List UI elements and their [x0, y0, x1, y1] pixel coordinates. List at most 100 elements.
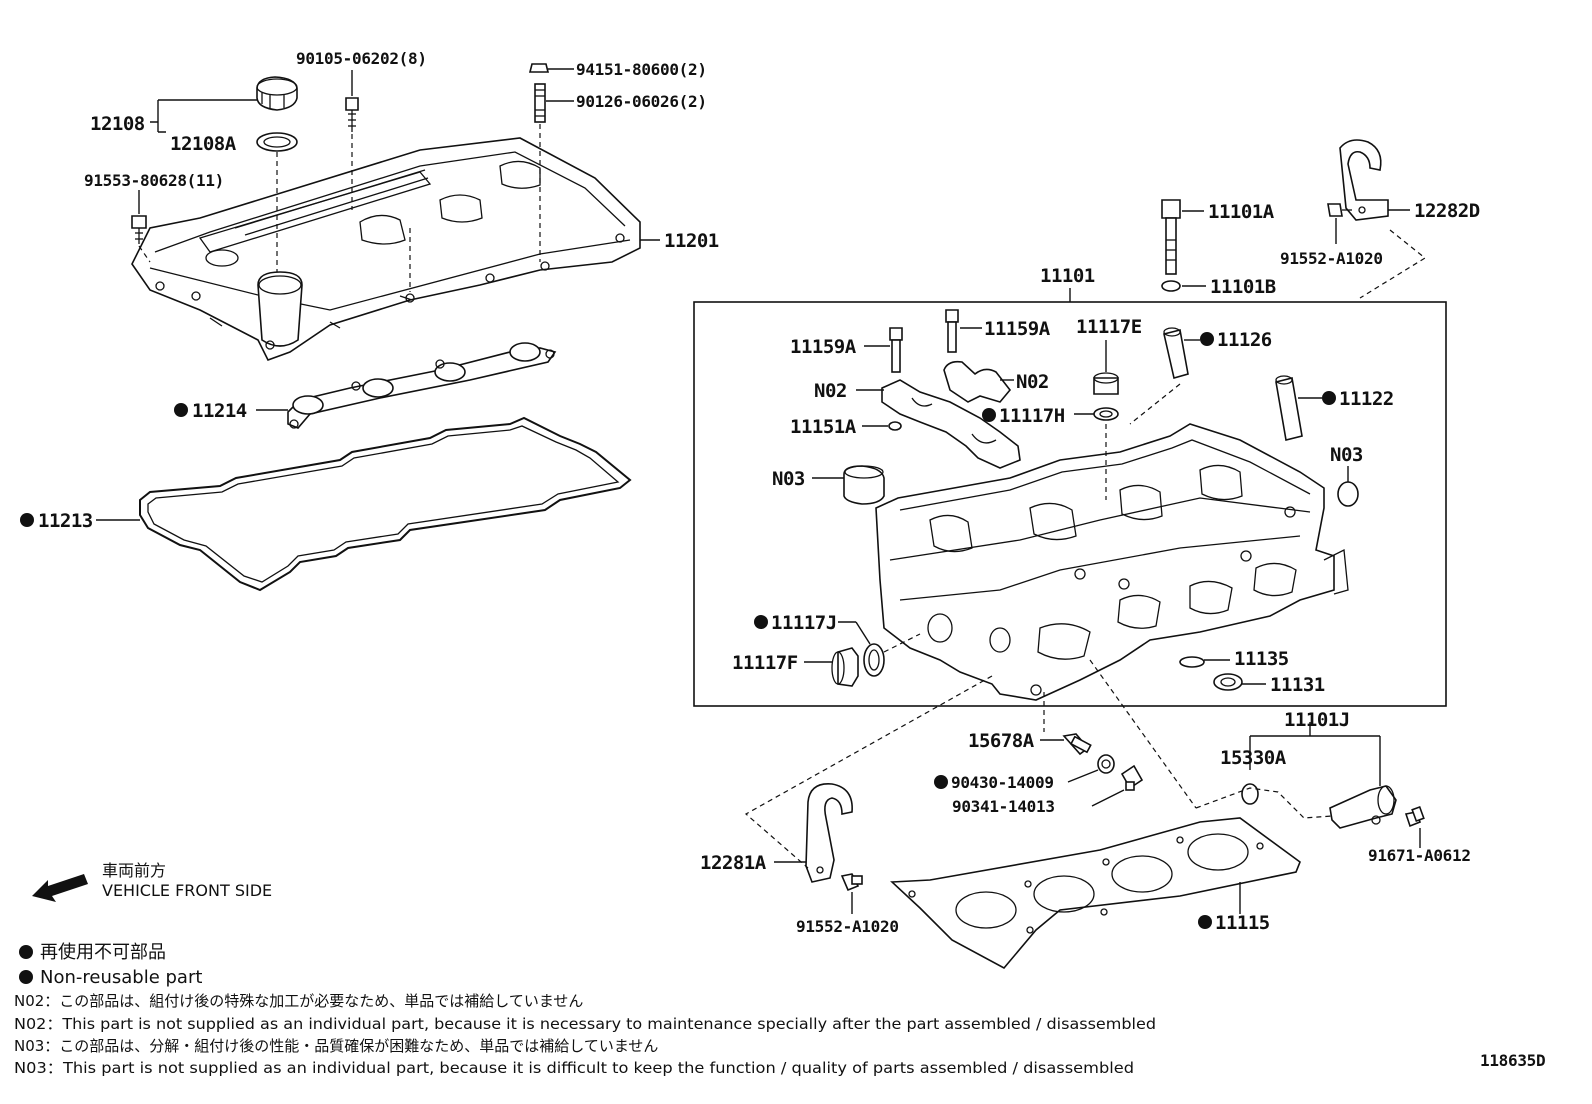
guide-ocv [1195, 787, 1333, 819]
label-91553: 91553-80628(11) [84, 171, 224, 190]
label-N02-1: N02 [814, 380, 847, 402]
diagram-id: 118635D [1480, 1051, 1545, 1070]
stud-90126 [534, 83, 546, 123]
leader-11101J [1249, 722, 1381, 786]
gasket-11117J [863, 643, 885, 677]
ocv-valve [1329, 785, 1397, 829]
leader-12108 [150, 99, 258, 133]
label-11214: 11214 [192, 400, 247, 422]
label-11126: 11126 [1217, 329, 1272, 351]
bolt-11159A-left [889, 327, 903, 373]
legend-mark-jp [19, 945, 33, 959]
engine-hanger-front [805, 783, 853, 883]
label-12108A: 12108A [170, 133, 237, 155]
label-90126: 90126-06026(2) [576, 92, 707, 111]
label-11122: 11122 [1339, 388, 1394, 410]
guide-bottom [1089, 659, 1197, 809]
nonreusable-mark-11117H [982, 408, 996, 422]
nut-94151 [528, 63, 550, 73]
label-11135: 11135 [1234, 648, 1289, 670]
plug-90341 [1120, 764, 1144, 791]
label-90341: 90341-14013 [952, 797, 1055, 816]
label-N03-1: N03 [772, 468, 805, 490]
bearing-cap-n02 [881, 360, 1021, 469]
guide-91553 [138, 245, 151, 263]
label-12281A: 12281A [700, 852, 767, 874]
legend-mark-en [19, 970, 33, 984]
engine-hanger-rear [1339, 139, 1389, 221]
valve-guide-11126 [1163, 327, 1189, 380]
label-11115: 11115 [1215, 912, 1270, 934]
filler-cap-gasket [256, 132, 298, 152]
note-n03-en: N03：This part is not supplied as an indi… [14, 1059, 1134, 1077]
gasket-11117H [1093, 407, 1119, 421]
oil-filler-cap [256, 76, 298, 111]
nonreusable-mark-11213 [20, 513, 34, 527]
nonreusable-mark-90430 [934, 775, 948, 789]
label-11201: 11201 [664, 230, 719, 252]
note-n02-en: N02：This part is not supplied as an indi… [14, 1015, 1156, 1033]
label-N03-2: N03 [1330, 444, 1363, 466]
guide-valve-guide [1129, 383, 1181, 425]
label-11159A-1: 11159A [790, 336, 857, 358]
nonreusable-mark-11126 [1200, 332, 1214, 346]
label-11213: 11213 [38, 510, 93, 532]
nonreusable-mark-11122 [1322, 391, 1336, 405]
label-12108: 12108 [90, 113, 145, 135]
label-94151: 94151-80600(2) [576, 60, 707, 79]
cover-gasket [139, 416, 632, 592]
bolt-91553 [131, 215, 147, 244]
label-91671: 91671-A0612 [1368, 846, 1471, 865]
direction-label-jp: 車両前方 [102, 861, 166, 880]
plug-n03-right [1337, 481, 1359, 507]
nonreusable-mark-11214 [174, 403, 188, 417]
valve-guide-11122 [1275, 375, 1303, 441]
leader-90341 [1091, 789, 1125, 807]
nonreusable-mark-11115 [1198, 915, 1212, 929]
gasket-90430 [1097, 754, 1115, 774]
label-11117E: 11117E [1076, 316, 1142, 338]
head-gasket [890, 817, 1301, 970]
plug-11117E [1093, 372, 1119, 395]
label-11101B: 11101B [1210, 276, 1276, 298]
label-11101J: 11101J [1284, 709, 1350, 731]
bolt-91671 [1404, 805, 1425, 828]
washer-11101B [1161, 280, 1181, 292]
nonreusable-mark-11117J [754, 615, 768, 629]
bolt-91552-bottom [840, 873, 863, 892]
sleeve-n03-left [843, 465, 885, 505]
label-11131: 11131 [1270, 674, 1325, 696]
label-12282D: 12282D [1414, 200, 1480, 222]
label-11159A-2: 11159A [984, 318, 1051, 340]
dowel-pin-11151A [888, 421, 902, 431]
label-11151A: 11151A [790, 416, 857, 438]
cylinder-head-cover [131, 137, 641, 361]
seal-11131 [1213, 673, 1243, 691]
cylinder-head [875, 423, 1349, 701]
label-11117H: 11117H [999, 405, 1065, 427]
note-n03-jp: N03：この部品は、分解・組付け後の性能・品質確保が困難なため、単品では補給して… [14, 1037, 658, 1055]
label-11101A: 11101A [1208, 201, 1275, 223]
head-bolt-11101A [1161, 199, 1181, 275]
leader-11117J-b [855, 621, 871, 645]
label-N02-2: N02 [1016, 371, 1049, 393]
direction-label-en: VEHICLE FRONT SIDE [102, 881, 272, 900]
label-90105: 90105-06202(8) [296, 49, 427, 68]
label-11101: 11101 [1040, 265, 1095, 287]
label-91552-bottom: 91552-A1020 [796, 917, 899, 936]
label-15330A: 15330A [1220, 747, 1287, 769]
front-direction-arrow-icon [32, 874, 88, 902]
bolt-11159A-right [945, 309, 959, 353]
guide-plug-f [883, 633, 921, 653]
bolt-91552-top [1327, 203, 1352, 217]
label-11117F: 11117F [732, 652, 798, 674]
legend-label-jp: 再使用不可部品 [40, 942, 166, 963]
note-n02-jp: N02：この部品は、組付け後の特殊な加工が必要なため、単品では補給していません [14, 992, 583, 1010]
label-15678A: 15678A [968, 730, 1035, 752]
seal-11135 [1179, 656, 1205, 668]
union-bolt-15678A [1062, 733, 1092, 756]
plug-tube-gasket [287, 342, 557, 429]
bolt-90105 [345, 97, 359, 132]
